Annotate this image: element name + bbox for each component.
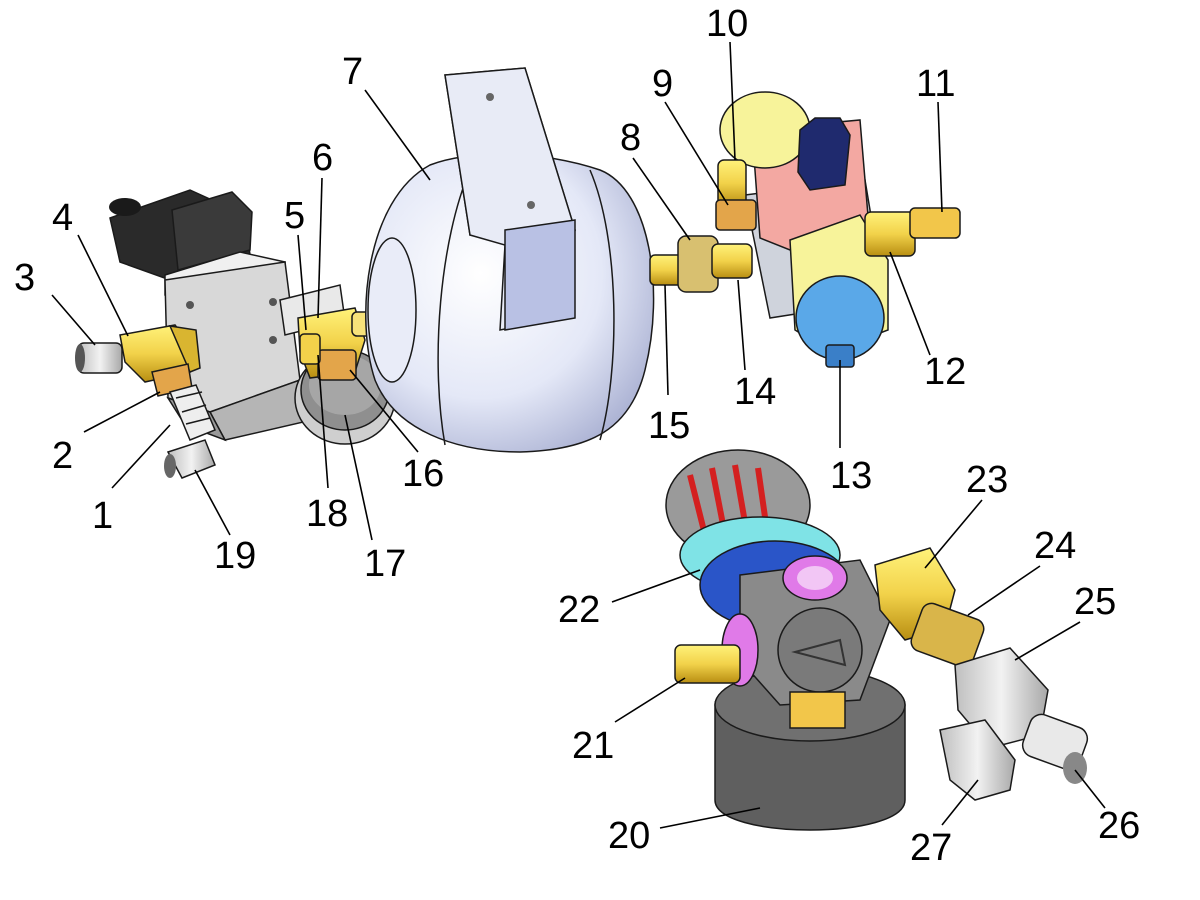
- part-label-6: 6: [312, 137, 333, 179]
- elbow-fitting: [166, 439, 216, 479]
- screw-hole: [186, 301, 194, 309]
- part-label-22: 22: [558, 589, 600, 631]
- fitting-9: [715, 199, 757, 231]
- regulator-knob: [797, 117, 851, 191]
- coil-cap: [109, 198, 141, 216]
- part-label-20: 20: [608, 815, 650, 857]
- part-label-10: 10: [706, 3, 748, 45]
- part-label-4: 4: [52, 197, 73, 239]
- adapter-14: [711, 243, 753, 279]
- elbow-27: [939, 719, 1016, 801]
- part-label-17: 17: [364, 543, 406, 585]
- part-label-11: 11: [916, 63, 955, 105]
- leader-lines: [51, 41, 1106, 829]
- tank-mount-face: [504, 219, 576, 331]
- air-tank: [365, 67, 655, 453]
- solenoid-valve-block: [109, 189, 346, 442]
- part-label-7: 7: [342, 51, 363, 93]
- part-label-13: 13: [830, 455, 872, 497]
- part-label-25: 25: [1074, 581, 1116, 623]
- part-label-19: 19: [214, 535, 256, 577]
- part-label-14: 14: [734, 371, 776, 413]
- bottom-nut: [789, 691, 846, 729]
- part-label-18: 18: [306, 493, 348, 535]
- part-label-21: 21: [572, 725, 614, 767]
- part-label-2: 2: [52, 435, 73, 477]
- part-label-27: 27: [910, 827, 952, 869]
- left-fittings: [75, 307, 383, 479]
- inlet-fitting: [674, 644, 741, 684]
- screw-hole: [269, 298, 277, 306]
- part-label-24: 24: [1034, 525, 1076, 567]
- pressure-regulator-assembly: [665, 449, 1089, 831]
- flow-arrow-disc: [777, 607, 863, 693]
- part-label-15: 15: [648, 405, 690, 447]
- solenoid-coil-body: [171, 191, 253, 271]
- part-label-8: 8: [620, 117, 641, 159]
- gauge-adapter: [317, 349, 357, 381]
- part-label-16: 16: [402, 453, 444, 495]
- filter-regulator-assembly: [649, 91, 961, 368]
- fitting-10: [717, 159, 747, 207]
- screw-hole: [269, 336, 277, 344]
- part-label-23: 23: [966, 459, 1008, 501]
- silencer: [168, 384, 216, 441]
- part-labels: 1 2 3 4 5 6 7 8 9 10 11 12 13 14 15 16 1…: [14, 3, 1140, 869]
- fitting-11: [909, 207, 961, 239]
- part-label-26: 26: [1098, 805, 1140, 847]
- part-label-9: 9: [652, 63, 673, 105]
- part-label-12: 12: [924, 351, 966, 393]
- outlet-12: [864, 211, 916, 257]
- union-24: [910, 602, 985, 668]
- part-label-1: 1: [92, 495, 113, 537]
- part-label-5: 5: [284, 195, 305, 237]
- part-label-3: 3: [14, 257, 35, 299]
